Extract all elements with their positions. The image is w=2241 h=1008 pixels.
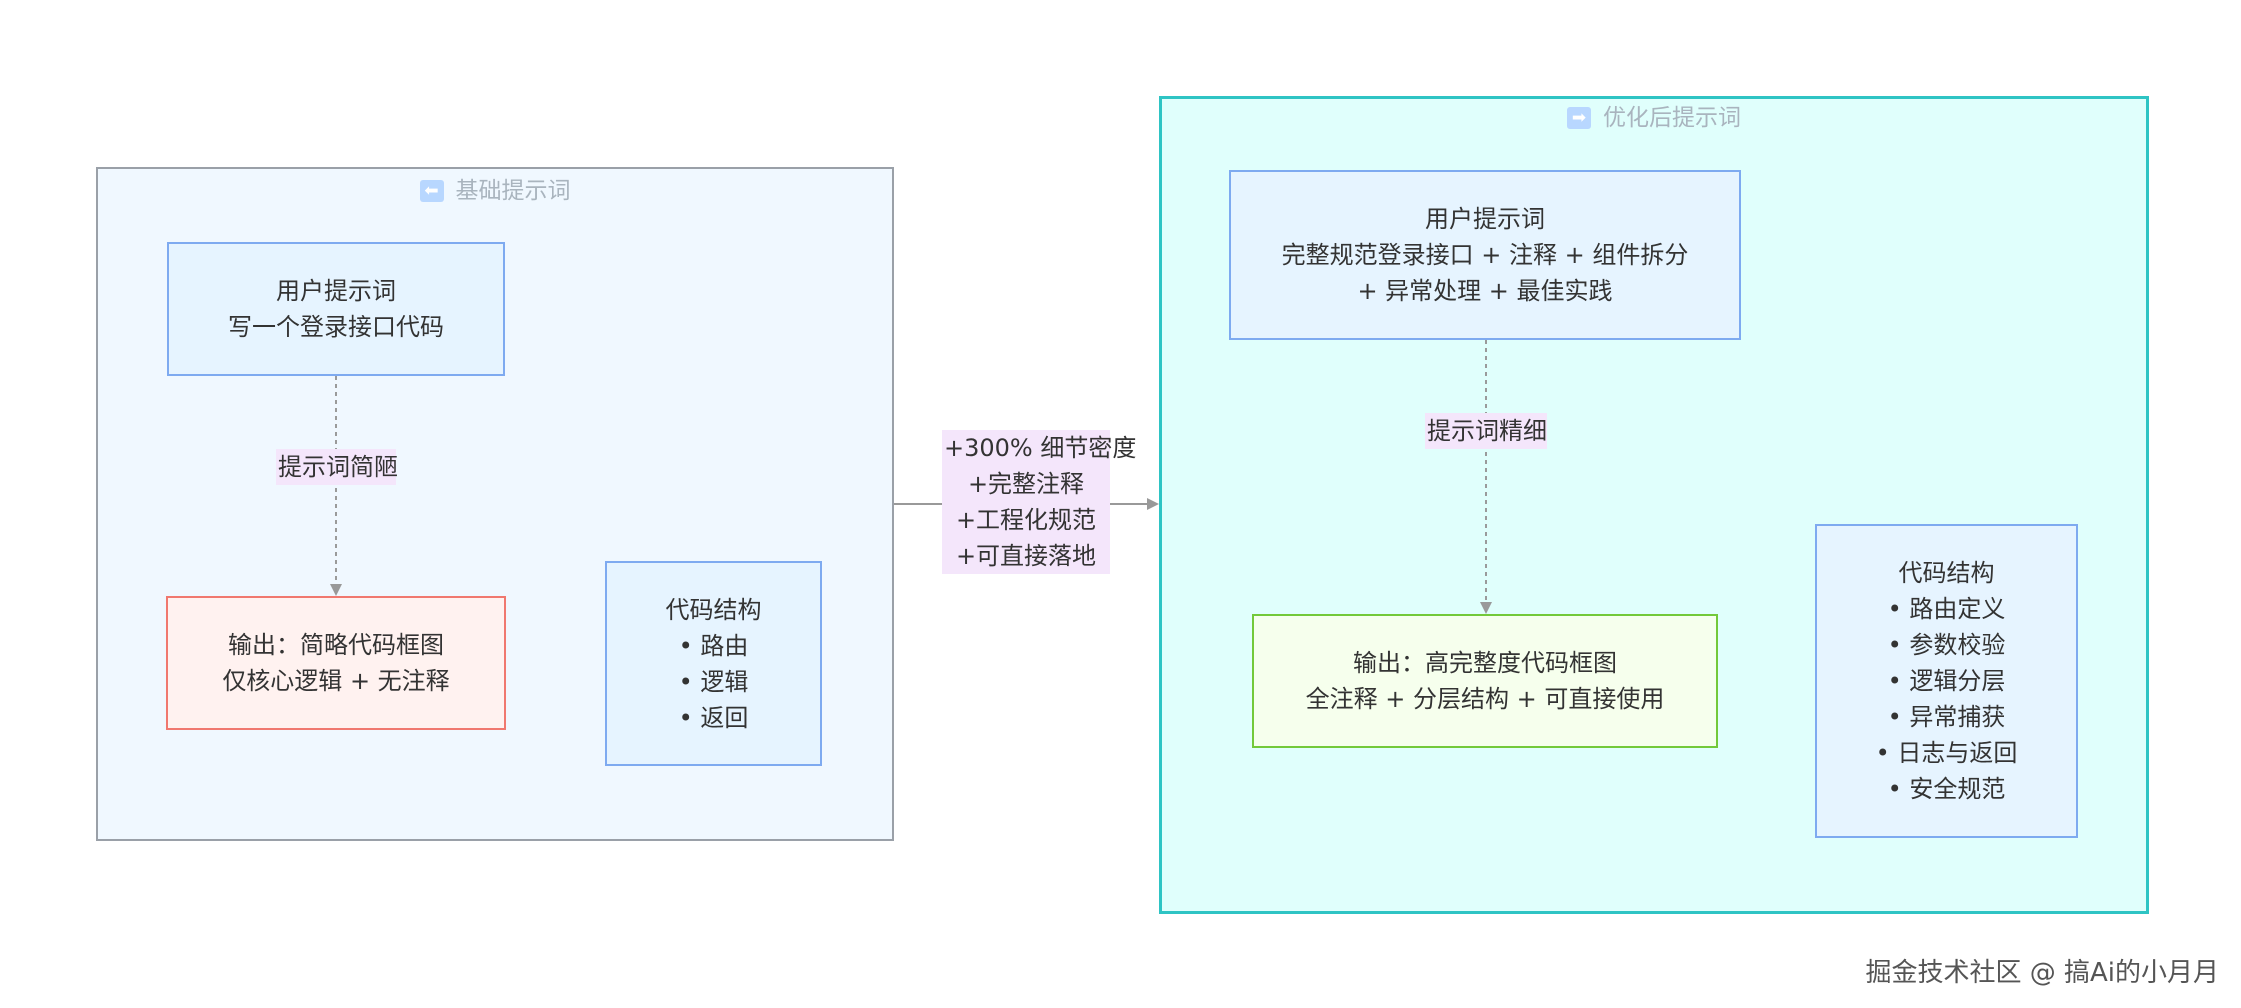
node-line: 用户提示词	[1425, 205, 1545, 233]
node-line: • 路由	[678, 631, 749, 660]
node-line: 完整规范登录接口 + 注释 + 组件拆分	[1281, 241, 1689, 269]
edge-label-opt-flow: 提示词精细	[1425, 413, 1547, 449]
edge-label-upgrade: +300% 细节密度 +完整注释 +工程化规范 +可直接落地	[942, 430, 1137, 574]
node-opt-output: 输出：高完整度代码框图 全注释 + 分层结构 + 可直接使用	[1252, 614, 1718, 748]
upgrade-line: +300% 细节密度	[944, 434, 1137, 462]
node-opt-code-structure: 代码结构 • 路由定义 • 参数校验 • 逻辑分层 • 异常捕获 • 日志与返回…	[1815, 524, 2078, 838]
watermark: 掘金技术社区 @ 搞Ai的小月月	[1865, 958, 2219, 988]
node-line: • 返回	[678, 703, 749, 732]
upgrade-line: +可直接落地	[955, 542, 1097, 570]
node-opt-user-prompt: 用户提示词 完整规范登录接口 + 注释 + 组件拆分 + 异常处理 + 最佳实践	[1229, 170, 1741, 340]
node-basic-output: 输出：简略代码框图 仅核心逻辑 + 无注释	[166, 596, 506, 730]
node-line: 输出：简略代码框图	[228, 631, 444, 659]
node-line: 仅核心逻辑 + 无注释	[222, 667, 450, 695]
node-line: 代码结构	[1898, 559, 1995, 587]
cluster-basic-title-text: 基础提示词	[455, 178, 571, 204]
upgrade-line: +工程化规范	[955, 506, 1097, 534]
node-line: • 路由定义	[1887, 595, 2006, 623]
upgrade-line: +完整注释	[967, 470, 1085, 498]
node-line: 写一个登录接口代码	[228, 313, 444, 341]
node-line: 用户提示词	[276, 277, 396, 305]
cluster-basic-title: ⬅ 基础提示词	[98, 171, 892, 205]
arrow-right-icon: ➡	[1567, 107, 1591, 129]
node-line: + 异常处理 + 最佳实践	[1357, 277, 1613, 305]
node-line: 输出：高完整度代码框图	[1353, 649, 1617, 677]
node-line: 全注释 + 分层结构 + 可直接使用	[1305, 685, 1665, 713]
edge-label-basic-flow: 提示词简陋	[276, 449, 398, 485]
node-line: • 逻辑分层	[1887, 667, 2006, 695]
node-line: • 参数校验	[1887, 631, 2006, 659]
arrow-left-icon: ⬅	[419, 180, 444, 202]
node-line: • 异常捕获	[1887, 703, 2006, 731]
node-line: • 安全规范	[1887, 775, 2006, 803]
node-basic-code-structure: 代码结构 • 路由 • 逻辑 • 返回	[605, 561, 822, 766]
node-line: • 日志与返回	[1875, 739, 2018, 767]
cluster-optimized-title: ➡ 优化后提示词	[1162, 98, 2146, 132]
node-line: • 逻辑	[678, 667, 749, 696]
node-line: 代码结构	[665, 595, 762, 624]
cluster-optimized-title-text: 优化后提示词	[1603, 105, 1741, 131]
node-basic-user-prompt: 用户提示词 写一个登录接口代码	[167, 242, 505, 376]
